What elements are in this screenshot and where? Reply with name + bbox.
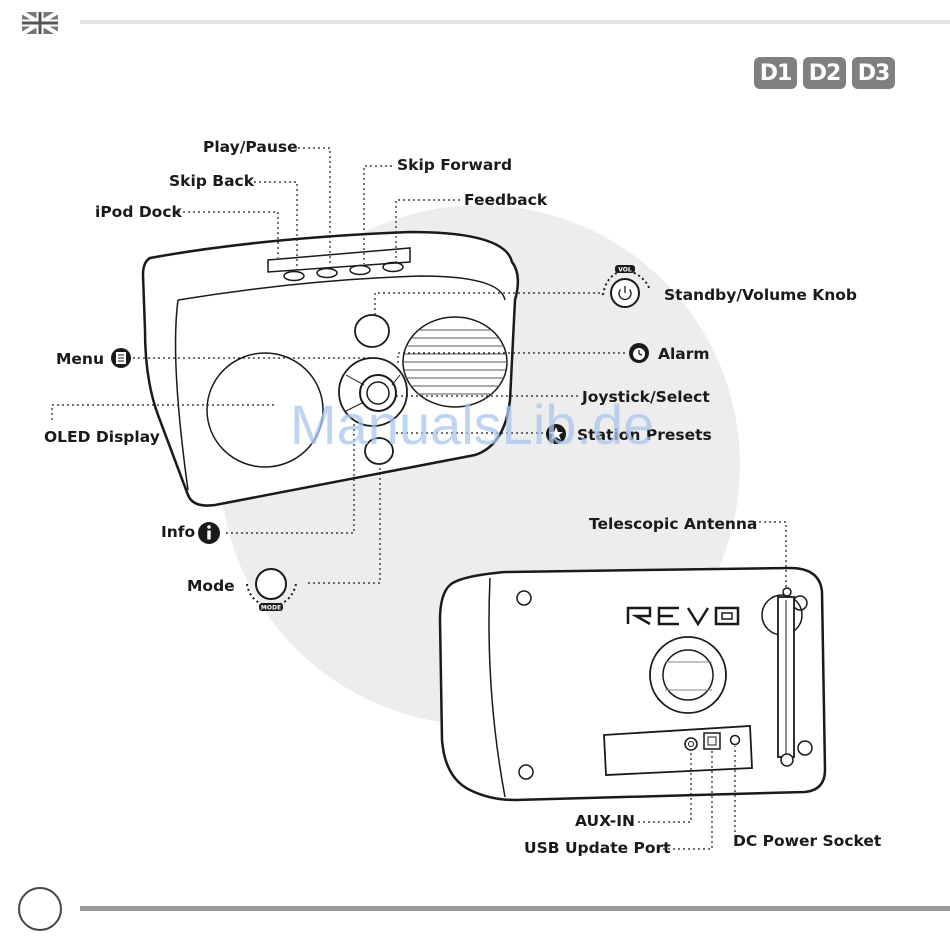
svg-text:MODE: MODE (261, 605, 281, 612)
front-radio-body (143, 232, 518, 506)
label-oled-display: OLED Display (44, 428, 160, 446)
label-menu: Menu (56, 350, 104, 368)
label-info: Info (161, 523, 195, 541)
alarm-icon (629, 343, 649, 363)
label-dc-power-socket: DC Power Socket (733, 832, 881, 850)
label-usb-update-port: USB Update Port (524, 839, 671, 857)
menu-icon (111, 348, 131, 368)
watermark: ManualsLib.de (290, 392, 654, 457)
bottom-rule (80, 906, 950, 911)
label-aux-in: AUX-IN (575, 812, 635, 830)
label-skip-forward: Skip Forward (397, 156, 512, 174)
mode-knob-icon: MODE (247, 569, 296, 612)
label-mode: Mode (187, 577, 235, 595)
volume-power-icon: VOL (603, 265, 650, 307)
label-alarm: Alarm (658, 345, 710, 363)
front-volume-knob (355, 315, 389, 347)
label-play-pause: Play/Pause (203, 138, 298, 156)
svg-text:VOL: VOL (618, 267, 632, 274)
label-standby-volume: Standby/Volume Knob (664, 286, 857, 304)
info-icon (198, 522, 220, 544)
label-ipod-dock: iPod Dock (95, 203, 182, 221)
label-telescopic-antenna: Telescopic Antenna (589, 515, 757, 533)
label-skip-back: Skip Back (169, 172, 254, 190)
rear-radio-body (440, 568, 825, 800)
page-number-circle (18, 887, 62, 931)
label-feedback: Feedback (464, 191, 547, 209)
